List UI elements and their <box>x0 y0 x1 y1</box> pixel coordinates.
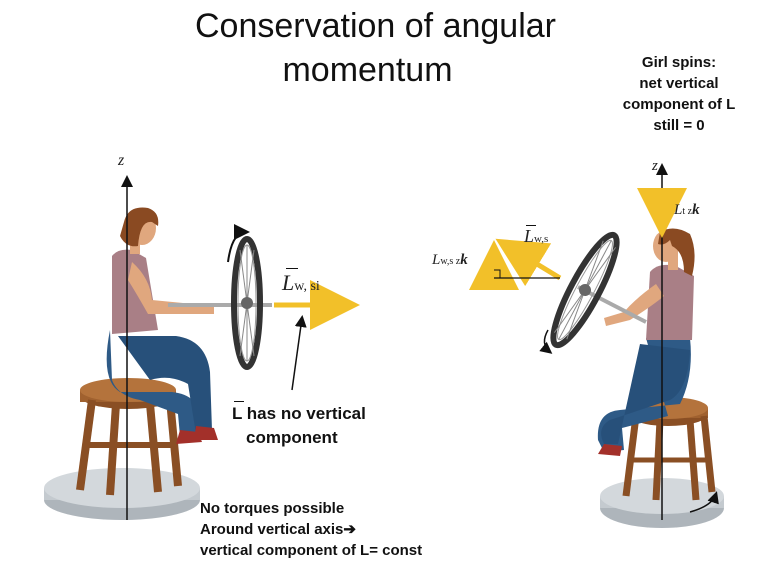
right-note-line-4: still = 0 <box>653 117 705 134</box>
bottom-note-line-3: vertical component of L= const <box>200 542 423 559</box>
left-caption-line-2: component <box>246 428 338 447</box>
bottom-note-line-2-row: Around vertical axis➔ <box>200 519 422 540</box>
left-girl <box>106 207 218 444</box>
right-lwsz-label-main: L <box>432 252 441 268</box>
right-lwsz-label-sub: w,s z <box>440 256 461 267</box>
right-z-axis-label: z <box>652 158 658 174</box>
bottom-note-line-2: Around vertical axis <box>200 521 344 538</box>
left-caption-overarrow <box>234 401 244 402</box>
right-scene <box>469 163 724 528</box>
right-note-line-1: Girl spins: <box>641 54 717 71</box>
left-vector-overarrow <box>286 268 298 269</box>
left-scene <box>44 175 360 520</box>
right-lt-label-unit: k <box>692 202 700 218</box>
right-lws-vector <box>495 238 562 287</box>
left-caption: L has no vertical component <box>232 402 366 450</box>
left-caption-line-1: L has no vertical <box>232 404 366 423</box>
title-line-2: momentum <box>282 51 453 89</box>
right-note-line-2: net vertical <box>639 75 719 92</box>
right-lt-label-main: L <box>674 202 683 218</box>
right-lws-label-main: L <box>524 226 535 246</box>
bottom-note: No torques possible Around vertical axis… <box>200 498 422 561</box>
bottom-note-line-1: No torques possible <box>200 500 345 517</box>
right-lws-label-sub: w,s <box>534 233 549 245</box>
right-lws-overarrow <box>526 225 536 226</box>
left-z-axis-label: z <box>118 152 125 169</box>
right-girl <box>597 228 695 456</box>
left-vector-label-sub: w, si <box>294 279 320 294</box>
right-lwsz-label-unit: k <box>460 252 468 268</box>
right-note-line-3: component of L <box>622 96 736 113</box>
title-line-1: Conservation of angular <box>194 7 556 45</box>
bottom-note-arrow: ➔ <box>343 521 356 538</box>
right-lt-label: Lt zk <box>674 202 700 219</box>
right-lt-label-sub: t z <box>682 206 693 217</box>
right-note: Girl spins: net vertical component of L … <box>590 52 768 136</box>
right-lws-label: Lw,s <box>524 226 548 247</box>
left-vector-label-main: L <box>282 270 295 295</box>
left-wheel <box>227 224 263 370</box>
right-lwsz-label: Lw,s zk <box>432 252 468 269</box>
right-wheel <box>550 231 620 349</box>
left-vector-label: Lw, si <box>282 270 320 296</box>
